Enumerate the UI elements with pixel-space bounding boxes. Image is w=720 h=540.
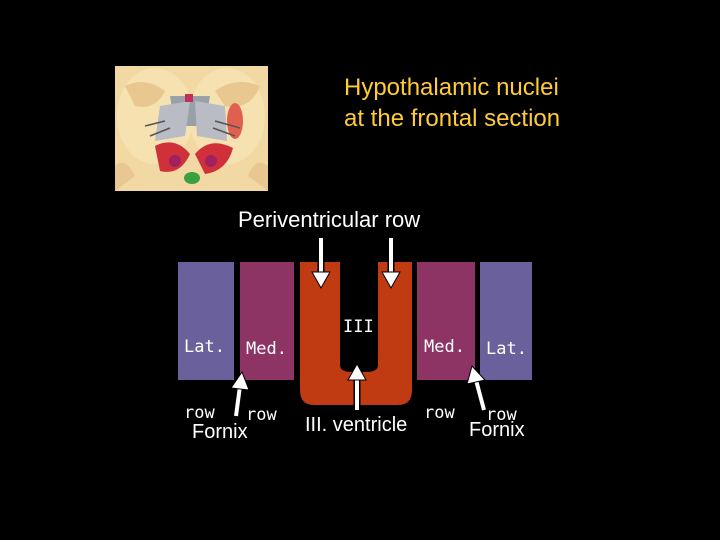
fornix-left-arrow xyxy=(230,370,250,417)
left-lateral-row-box xyxy=(178,262,234,380)
right-medial-row-label: Med. row xyxy=(424,292,465,446)
ventricle-symbol: III xyxy=(343,317,374,337)
right-medial-line-1: Med. xyxy=(424,337,465,357)
right-medial-row-box xyxy=(417,262,475,380)
fornix-right-arrow xyxy=(466,365,488,411)
right-lateral-line-1: Lat. xyxy=(486,339,527,359)
periventricular-row-label: Periventricular row xyxy=(238,207,421,232)
left-lateral-line-1: Lat. xyxy=(184,337,225,357)
periventricular-arrow-right xyxy=(381,238,401,290)
left-medial-row-box xyxy=(240,262,294,380)
fornix-right-label: Fornix xyxy=(469,419,525,441)
title-line-2: at the frontal section xyxy=(344,105,561,132)
third-ventricle-label: III. ventricle xyxy=(305,414,408,436)
periventricular-arrow-left xyxy=(311,238,331,290)
ventricle-arrow xyxy=(347,362,367,410)
right-lateral-line-2: row xyxy=(486,405,517,425)
left-medial-line-2: row xyxy=(246,405,277,425)
brain-frontal-section-image xyxy=(115,66,268,191)
left-medial-line-1: Med. xyxy=(246,339,287,359)
left-lateral-line-2: row xyxy=(184,403,215,423)
fornix-left-label: Fornix xyxy=(192,421,248,443)
right-medial-line-2: row xyxy=(424,403,455,423)
third-ventricle-shape xyxy=(300,262,412,405)
title-line-1: Hypothalamic nuclei xyxy=(344,74,559,101)
left-lateral-row-label: Lat. row xyxy=(184,292,225,446)
right-lateral-row-label: Lat. row xyxy=(486,294,527,448)
left-medial-row-label: Med. row xyxy=(246,294,287,448)
diagram-title: Hypothalamic nuclei at the frontal secti… xyxy=(344,72,560,134)
right-lateral-row-box xyxy=(480,262,532,380)
